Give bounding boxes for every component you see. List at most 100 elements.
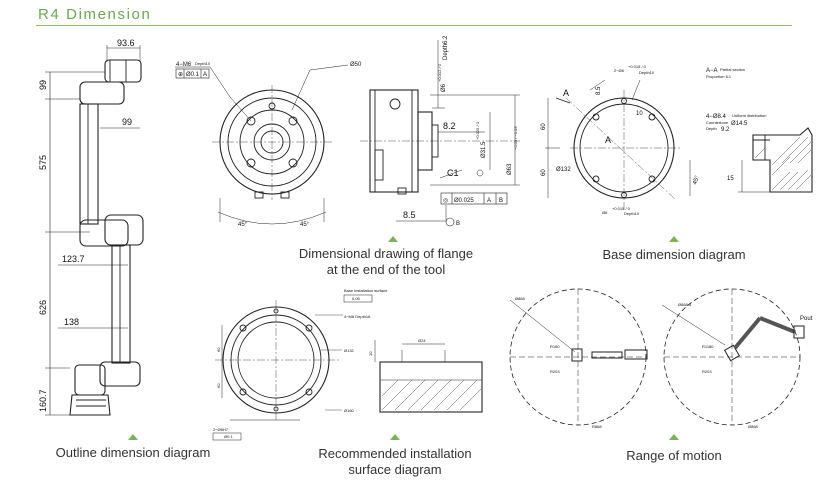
motion-point: Pout — [800, 316, 813, 322]
flange-datum-a: A — [487, 198, 491, 204]
flange-d85: 8.5 — [403, 210, 416, 220]
install-top-note: Base installation surface — [344, 288, 388, 293]
outline-diagram: 99 575 626 160.7 93.6 99 123.7 138 — [38, 38, 144, 416]
base-d60b: 60 — [541, 169, 547, 176]
install-caption-line1: Recommended installation — [318, 446, 472, 461]
base-pin-tol: +0.015 / 0 — [628, 64, 647, 69]
caption-marker-outline — [128, 434, 138, 440]
caption-marker-flange — [388, 236, 398, 242]
base-d60a: 60 — [541, 123, 547, 130]
install-plan-view: 60 60 Ø132 Ø160 4−M8 Depth16 Base instal… — [212, 288, 388, 441]
flange-angle-1: 45° — [238, 222, 248, 228]
dim-h160: 160.7 — [38, 389, 48, 412]
motion-right-r1: Ø868.5 — [678, 302, 692, 307]
flange-dia315: Ø31.5 — [481, 141, 487, 158]
flange-datum-letter: B — [456, 221, 460, 227]
install-pin-label: 2−Ø8H7 — [213, 427, 229, 432]
motion-right-view: Ø868.5 R1180 R203 Ø868 Pout — [661, 288, 813, 429]
dim-h626: 626 — [38, 300, 48, 315]
flange-side-view: Depth6.2 Ø6 +0.012 / 0 8.2 Ø31.5 +0.025 … — [360, 35, 520, 227]
base-caption: Base dimension diagram — [602, 247, 746, 262]
base-pin2-tol: +0.015 / 0 — [612, 206, 631, 211]
flange-tol315: +0.025 / 0 — [475, 121, 480, 140]
dim-w138: 138 — [64, 317, 79, 327]
base-section-a1: A — [563, 88, 569, 98]
dim-w123: 123.7 — [62, 254, 85, 264]
install-pin-tol: Ø0.1 — [224, 434, 233, 439]
section-cb-dia: Ø14.5 — [731, 121, 748, 127]
section-hole: 4−Ø8.4 — [706, 114, 727, 120]
flange-front-tol: Ø0.1 — [186, 72, 200, 78]
tol-concentric-symbol: ◎ — [443, 198, 448, 204]
flange-caption-line2: at the end of the tool — [326, 262, 446, 277]
base-dia132: Ø132 — [556, 167, 571, 173]
motion-right-r2: R1180 — [702, 344, 714, 349]
flange-datum-b: B — [499, 198, 503, 204]
flange-depth62: Depth6.2 — [443, 35, 449, 60]
motion-left-view: Ø868 R180 R203 R868 — [509, 288, 648, 429]
caption-marker-base — [669, 236, 679, 242]
flange-caption: Dimensional drawing of flange at the end… — [286, 246, 486, 278]
section-d15: 15 — [727, 176, 734, 182]
base-pin-label: 2−Ø8 — [614, 68, 625, 73]
flange-d82: 8.2 — [443, 121, 456, 131]
section-title: A−A — [706, 68, 718, 74]
flange-tol6: +0.012 / 0 — [437, 63, 442, 82]
base-d85: 8.5 — [596, 86, 602, 95]
flange-dia6: Ø6 — [441, 83, 447, 92]
dim-w99: 99 — [122, 117, 132, 127]
install-d160: Ø160 — [344, 408, 355, 413]
dim-top-width: 93.6 — [117, 38, 135, 48]
install-h: 10 — [368, 351, 373, 356]
install-d60b: 60 — [216, 383, 221, 388]
flange-hole-depth: Depth10 — [195, 61, 211, 66]
base-section-a2: A — [605, 135, 611, 145]
motion-left-r1: Ø868 — [515, 296, 526, 301]
motion-caption: Range of motion — [626, 448, 722, 463]
flange-tol63: −0.03 / −0.03 — [513, 126, 518, 150]
base-plan-view: 2−Ø8 +0.015 / 0 Depth10 8.5 10 60 60 Ø13… — [541, 64, 701, 216]
section-divider — [36, 25, 792, 26]
motion-right-r3: R203 — [702, 369, 712, 374]
install-hole: 4−M8 Depth16 — [344, 314, 371, 319]
install-d24: Ø24 — [418, 338, 426, 343]
dim-h575: 575 — [38, 155, 48, 170]
install-caption: Recommended installation surface diagram — [295, 446, 495, 478]
motion-left-r2: R180 — [550, 344, 560, 349]
flange-c1: C1 — [447, 168, 459, 178]
outline-caption: Outline dimension diagram — [55, 445, 211, 460]
install-section-view: Ø24 10 — [368, 338, 483, 413]
install-caption-line2: surface diagram — [348, 462, 442, 477]
base-angle: 45° — [692, 175, 701, 186]
section-note: Partial section — [720, 67, 745, 72]
flange-front-view: 4−M6 Depth10 ⊕ Ø0.1 A Ø50 45° 45° — [175, 61, 362, 228]
section-counterbore: Counterbore — [706, 120, 729, 125]
section-proportion: Proportion 6:1 — [706, 74, 732, 79]
flange-front-datum: A — [203, 72, 207, 78]
flange-caption-line1: Dimensional drawing of flange — [298, 246, 474, 261]
caption-marker-motion — [669, 434, 679, 440]
base-pin2-depth: Depth10 — [624, 211, 640, 216]
base-section-view: A−A Partial section Proportion 6:1 4−Ø8.… — [706, 67, 813, 193]
motion-left-r4: R868 — [592, 424, 602, 429]
install-d60a: 60 — [216, 347, 221, 352]
motion-right-r4: Ø868 — [748, 424, 759, 429]
dim-h99: 99 — [38, 80, 48, 90]
section-hole-note: Uniform distribution — [732, 113, 766, 118]
base-d10: 10 — [636, 111, 643, 117]
flange-hole-label: 4−M6 — [176, 62, 192, 68]
install-tol: 0.05 — [352, 296, 361, 301]
base-pin-depth: Depth10 — [639, 70, 655, 75]
section-title: R4 Dimension — [38, 6, 152, 23]
install-d132: Ø132 — [344, 348, 355, 353]
flange-dia63: Ø63 — [507, 163, 513, 175]
section-depth-val: 9.2 — [721, 127, 730, 133]
flange-dia50: Ø50 — [350, 62, 362, 68]
tol-position-symbol: ⊕ — [178, 72, 183, 78]
flange-angle-2: 45° — [300, 222, 310, 228]
base-pin2-label: Ø8 — [602, 210, 608, 215]
motion-left-r3: R203 — [550, 369, 560, 374]
flange-tol025: Ø0.025 — [454, 198, 474, 204]
section-depth-label: Depth — [706, 126, 717, 131]
